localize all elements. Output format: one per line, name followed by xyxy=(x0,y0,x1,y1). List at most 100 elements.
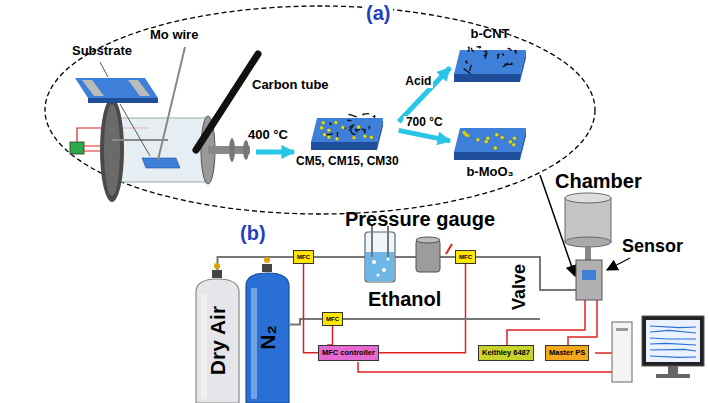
substrate-side xyxy=(311,142,377,150)
plot-line xyxy=(650,343,696,345)
particle xyxy=(320,126,324,130)
substrate-side xyxy=(520,128,526,160)
particle xyxy=(334,121,338,125)
sample-label: b-MoO₃ xyxy=(466,164,513,180)
nanotube xyxy=(330,123,331,125)
particle xyxy=(509,140,513,144)
instrument-box: Keithley 6487 xyxy=(478,345,534,361)
box-label: Keithley 6487 xyxy=(482,349,530,357)
cylinder-label: N₂ xyxy=(257,325,278,350)
process-arrow xyxy=(399,68,450,122)
panel-label: (a) xyxy=(363,2,393,25)
part-label: Ethanol xyxy=(368,288,441,311)
nanotube xyxy=(498,54,500,55)
nanotube xyxy=(467,47,469,52)
part-label: Carbon tube xyxy=(252,78,329,93)
part-label: Sensor xyxy=(622,236,683,257)
nanotube xyxy=(362,129,366,133)
nanotube xyxy=(348,120,352,122)
sample-label: CM5, CM15, CM30 xyxy=(296,154,399,168)
nanotube xyxy=(471,47,474,51)
edge-label: 700 °C xyxy=(404,116,445,130)
substrate-art xyxy=(450,120,530,164)
plot-line xyxy=(650,326,696,328)
nanotube xyxy=(373,115,375,117)
nanotube xyxy=(497,55,499,59)
chamber xyxy=(565,193,630,300)
substrate-top xyxy=(454,128,526,152)
connector-line xyxy=(290,319,322,324)
particle xyxy=(476,138,480,142)
connector-line xyxy=(304,264,319,353)
nanotube xyxy=(514,50,516,54)
mfc-box: MFC xyxy=(293,250,314,264)
nanotube xyxy=(466,61,468,63)
substrate-top xyxy=(311,118,383,142)
box-label: MFC xyxy=(459,254,472,260)
mfc-box: MFC xyxy=(322,312,343,326)
part-label: Pressure gauge xyxy=(345,208,495,231)
controller-box: MFC controller xyxy=(318,345,379,361)
sample-label: b-CNT xyxy=(471,26,510,42)
nanotube xyxy=(349,126,353,130)
power-supply-box: Master PS xyxy=(545,345,589,361)
process-arrow xyxy=(399,130,450,141)
part-label: Valve xyxy=(509,264,530,310)
particle xyxy=(370,136,374,140)
nanotube xyxy=(485,53,486,59)
particle xyxy=(485,140,489,144)
plot-line xyxy=(650,338,696,339)
part-label: 400 °C xyxy=(248,128,288,143)
particle xyxy=(335,137,339,141)
substrate-side xyxy=(454,74,520,82)
particle xyxy=(322,121,326,125)
box-label: MFC xyxy=(326,316,339,322)
nanotube xyxy=(356,129,359,131)
particle xyxy=(357,125,361,129)
part-label: Mo wire xyxy=(150,28,198,43)
part-label: Chamber xyxy=(555,170,642,193)
computer xyxy=(612,316,704,382)
particle xyxy=(512,143,516,147)
nanotube xyxy=(464,68,471,73)
cylinder-body xyxy=(246,273,289,403)
nanotube xyxy=(477,46,481,48)
edge-label: Acid xyxy=(403,75,433,89)
deposition-apparatus xyxy=(70,47,294,202)
nanotube xyxy=(369,126,370,129)
substrate-art xyxy=(450,42,530,86)
nanotube xyxy=(504,63,512,64)
nanotube xyxy=(327,134,334,135)
substrate-side xyxy=(377,118,383,150)
particle xyxy=(486,136,490,140)
pressure-gauge xyxy=(416,237,452,272)
nanotube xyxy=(364,129,366,133)
particle xyxy=(495,133,499,137)
mfc-box: MFC xyxy=(455,250,476,264)
particle xyxy=(327,128,331,132)
region-outline xyxy=(45,6,595,214)
gas-cylinder: N₂ xyxy=(245,272,290,403)
particle xyxy=(353,136,357,140)
substrate-side xyxy=(520,50,526,82)
particle xyxy=(341,126,345,130)
nanotube xyxy=(363,114,369,115)
nanotube xyxy=(502,53,503,55)
substrate-top xyxy=(454,50,526,74)
cylinder-label: Dry Air xyxy=(207,306,228,375)
panel-label: (b) xyxy=(240,222,266,245)
box-label: MFC controller xyxy=(322,349,375,357)
part-label: Substrate xyxy=(72,44,132,59)
particle xyxy=(513,137,517,141)
cylinder-body xyxy=(196,279,239,403)
nanotube xyxy=(351,130,355,135)
substrate-side xyxy=(454,152,520,160)
sample-node: CM5, CM15, CM30 xyxy=(296,110,399,168)
particle xyxy=(323,133,327,137)
box-label: MFC xyxy=(297,254,310,260)
wires xyxy=(358,300,612,372)
plot-line xyxy=(650,330,696,333)
highlight xyxy=(201,294,207,399)
